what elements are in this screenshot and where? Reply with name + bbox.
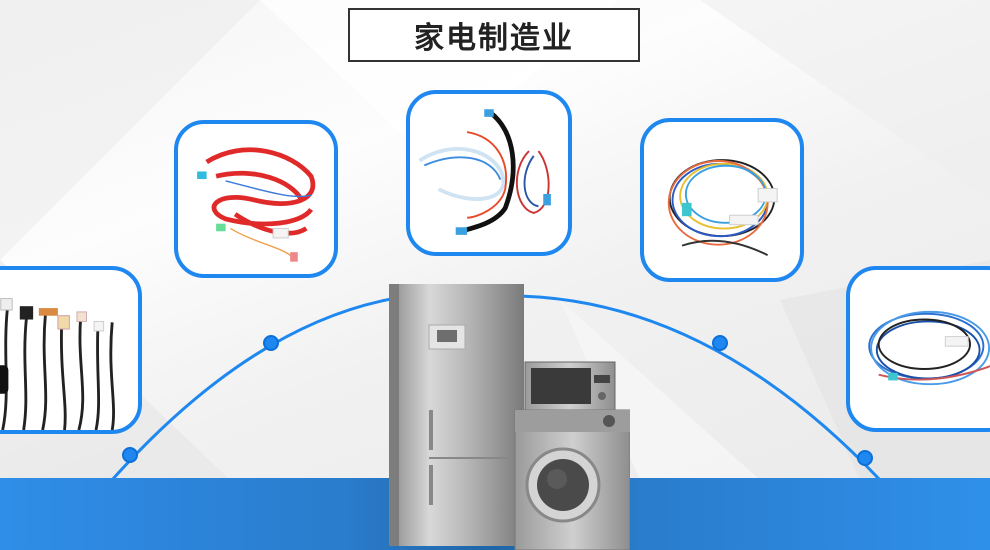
harness-card-colorful — [640, 118, 804, 282]
harness-card-red — [174, 120, 338, 278]
slide-title-box: 家电制造业 — [348, 8, 640, 62]
home-appliances-image — [389, 284, 630, 550]
harness-card-center — [406, 90, 572, 256]
arc-dot — [122, 447, 138, 463]
arc-dot — [857, 450, 873, 466]
colorful-harness-image — [667, 159, 778, 257]
washing-machine — [514, 409, 630, 550]
red-harness-image — [197, 147, 316, 262]
refrigerator — [389, 284, 524, 546]
slide-title: 家电制造业 — [414, 21, 574, 56]
harness-card-right — [846, 266, 990, 432]
blue-harness-image — [868, 310, 990, 386]
white-red-harness-image — [418, 109, 551, 235]
microwave — [524, 361, 616, 411]
black-harness-image — [0, 298, 115, 430]
arc-dot — [263, 335, 279, 351]
harness-card-left — [0, 266, 142, 434]
arc-dot — [712, 335, 728, 351]
